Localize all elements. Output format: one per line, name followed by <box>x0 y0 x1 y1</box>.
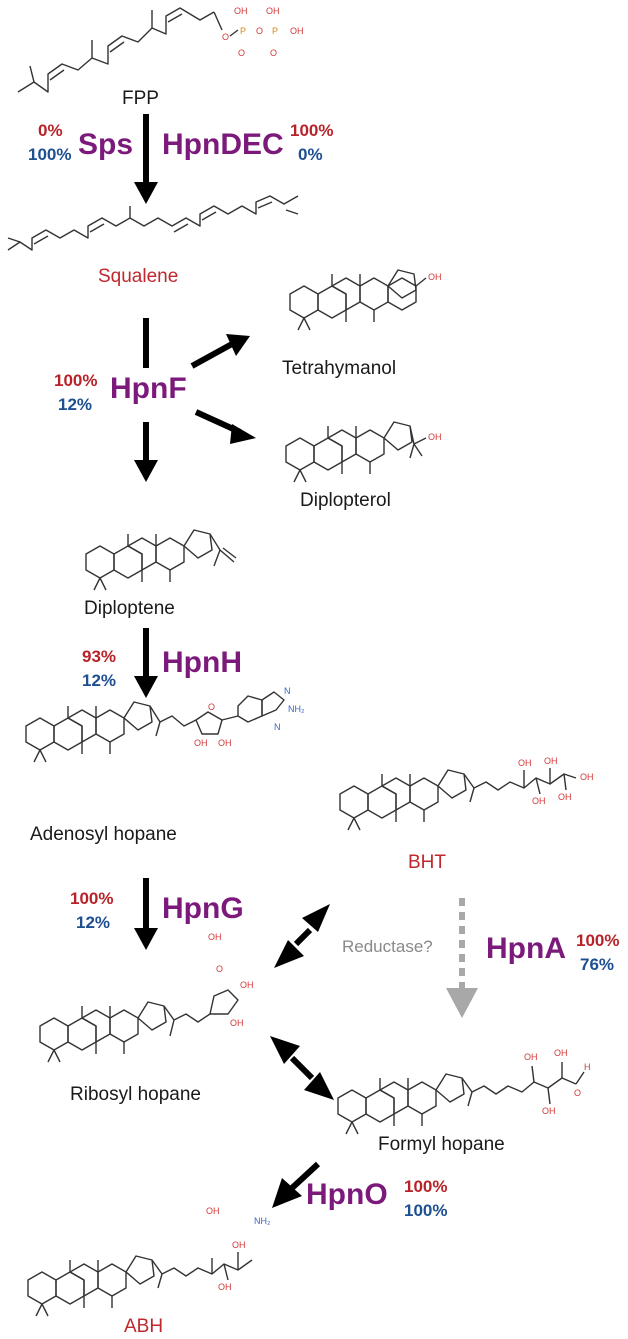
arrowhead-fpp-squalene <box>134 182 158 204</box>
formyl-oh1: OH <box>524 1052 538 1062</box>
ribosyl-hopane-label: Ribosyl hopane <box>70 1084 201 1105</box>
arrowhead-abh <box>272 1178 302 1208</box>
bht-oh2: OH <box>532 796 546 806</box>
abh-nh2: NH₂ <box>254 1216 271 1226</box>
arrowhead-ribosyl-from-bht <box>274 940 304 968</box>
arrowhead-formyl <box>304 1072 334 1100</box>
arrowhead-ribosyl <box>134 928 158 950</box>
adenosyl-hopane-label: Adenosyl hopane <box>30 824 177 845</box>
arrowhead-adenosyl <box>134 676 158 698</box>
ribosyl-hopane-structure: O OH OH OH <box>39 932 254 1063</box>
sps-pct-blue: 100% <box>28 145 71 164</box>
hpnf-pct-red: 100% <box>54 371 97 390</box>
hpndec-pct-blue: 0% <box>298 145 323 164</box>
bht-oh3: OH <box>544 756 558 766</box>
hpng-pct-blue: 12% <box>76 913 110 932</box>
formyl-oh2: OH <box>542 1106 556 1116</box>
arrow-to-tetrahymanol <box>190 341 234 369</box>
fpp-p1: P <box>240 26 246 36</box>
arrowhead-bht <box>302 904 330 932</box>
abh-oh2: OH <box>218 1282 232 1292</box>
adenosyl-nh2: NH₂ <box>288 704 305 714</box>
enzyme-hpnf: HpnF <box>110 372 187 405</box>
arrowhead-diploptene <box>134 460 158 482</box>
bht-structure: OH OH OH OH OH <box>339 756 594 831</box>
tetrahymanol-structure: OH <box>289 269 442 331</box>
hpno-pct-red: 100% <box>404 1177 447 1196</box>
abh-structure: OH OH OH NH₂ <box>27 1206 271 1317</box>
fpp-oh1: OH <box>234 6 248 16</box>
enzyme-sps: Sps <box>78 128 133 161</box>
squalene-label: Squalene <box>98 266 178 287</box>
hpnh-pct-blue: 12% <box>82 671 116 690</box>
adenosyl-n1: N <box>284 686 291 696</box>
adenosyl-ho: OH <box>194 738 208 748</box>
hpndec-pct-red: 100% <box>290 121 333 140</box>
reductase-arrowhead <box>446 988 478 1018</box>
reductase-label: Reductase? <box>342 937 433 956</box>
bht-oh5: OH <box>580 772 594 782</box>
diploptene-label: Diploptene <box>84 598 175 619</box>
tetrahymanol-label: Tetrahymanol <box>282 358 396 379</box>
sps-pct-red: 0% <box>38 121 63 140</box>
fpp-o3: O <box>256 26 263 36</box>
adenosyl-hopane-structure: N N NH₂ O OH OH <box>25 686 305 763</box>
fpp-oh3: OH <box>290 26 304 36</box>
diploptene-structure <box>85 529 237 591</box>
enzyme-hpnh: HpnH <box>162 646 242 679</box>
formyl-hopane-label: Formyl hopane <box>378 1134 505 1155</box>
abh-oh1: OH <box>206 1206 220 1216</box>
bht-oh4: OH <box>558 792 572 802</box>
ribosyl-o: O <box>216 964 223 974</box>
diplopterol-structure: OH <box>285 421 442 483</box>
fpp-structure: O P OH O O P OH OH O <box>17 6 304 93</box>
arrow-formyl-abh <box>289 1161 321 1191</box>
adenosyl-oh: OH <box>218 738 232 748</box>
fpp-o2: O <box>238 48 245 58</box>
hpno-pct-blue: 100% <box>404 1201 447 1220</box>
fpp-p2: P <box>272 26 278 36</box>
hpnh-pct-red: 93% <box>82 647 116 666</box>
hpng-pct-red: 100% <box>70 889 113 908</box>
fpp-o1: O <box>222 32 229 42</box>
bht-label: BHT <box>408 852 446 873</box>
arrow-bht-ribosyl <box>293 927 313 947</box>
formyl-o: O <box>574 1088 581 1098</box>
formyl-hopane-structure: OH OH OH O H <box>337 1048 591 1135</box>
fpp-o4: O <box>270 48 277 58</box>
adenosyl-n2: N <box>274 722 281 732</box>
ribosyl-oh3: OH <box>208 932 222 942</box>
tetrahymanol-oh: OH <box>428 272 442 282</box>
abh-oh3: OH <box>232 1240 246 1250</box>
hpna-pct-blue: 76% <box>580 955 614 974</box>
abh-label: ABH <box>124 1316 163 1337</box>
fpp-oh2: OH <box>266 6 280 16</box>
hpnf-pct-blue: 12% <box>58 395 92 414</box>
fpp-label: FPP <box>122 88 159 109</box>
enzyme-hpna: HpnA <box>486 932 566 965</box>
enzyme-hpno: HpnO <box>306 1178 388 1211</box>
formyl-oh3: OH <box>554 1048 568 1058</box>
enzyme-hpndec: HpnDEC <box>162 128 284 161</box>
ribosyl-oh1: OH <box>240 980 254 990</box>
diplopterol-oh: OH <box>428 432 442 442</box>
adenosyl-o: O <box>208 702 215 712</box>
squalene-structure <box>7 195 299 251</box>
arrowhead-ribosyl-from-formyl <box>270 1036 300 1064</box>
formyl-h: H <box>584 1062 591 1072</box>
bht-oh1: OH <box>518 758 532 768</box>
arrowhead-tetrahymanol <box>226 334 250 356</box>
ribosyl-oh2: OH <box>230 1018 244 1028</box>
arrow-ribosyl-formyl <box>289 1055 315 1081</box>
diplopterol-label: Diplopterol <box>300 490 391 511</box>
enzyme-hpng: HpnG <box>162 892 244 925</box>
hpna-pct-red: 100% <box>576 931 619 950</box>
arrowhead-diplopterol <box>230 424 256 444</box>
